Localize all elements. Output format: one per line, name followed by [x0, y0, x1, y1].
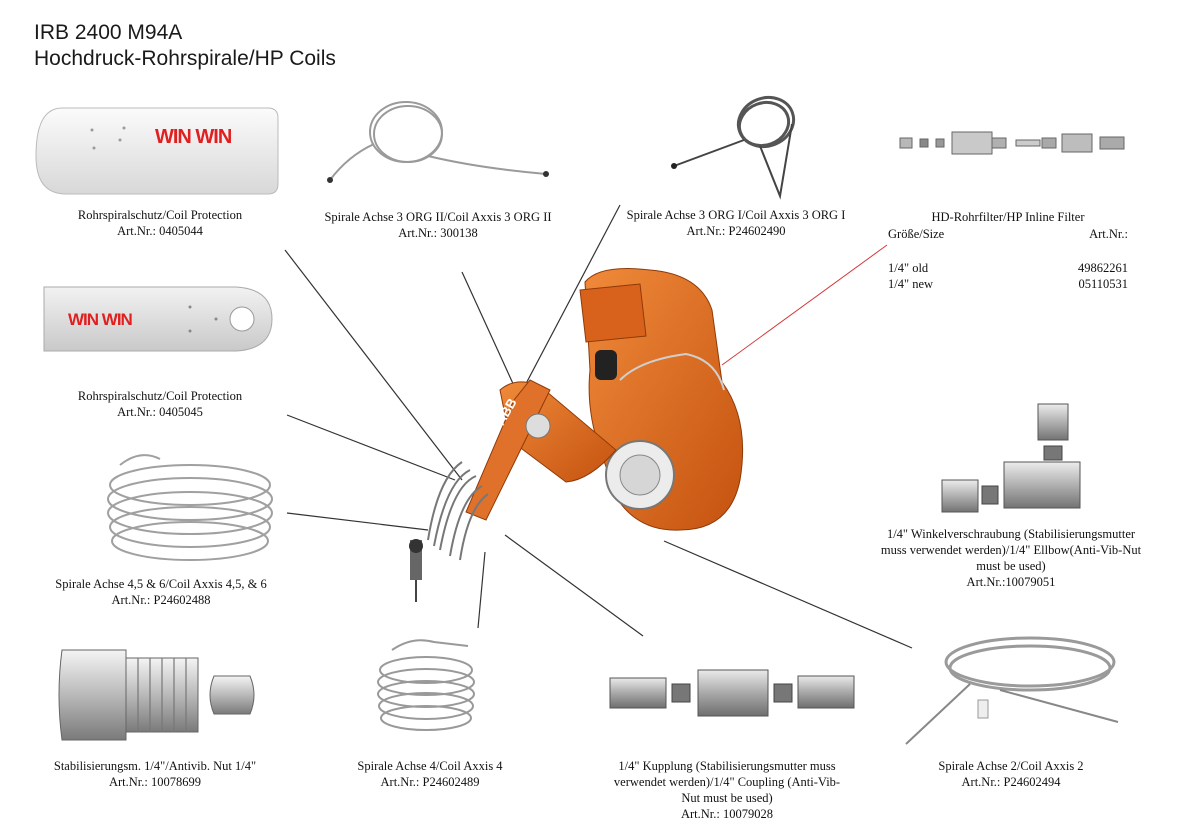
leader-axis4 — [477, 551, 486, 629]
filter-table-header: Größe/Size Art.Nr.: — [888, 227, 1128, 241]
coil-axis3-org1-image — [671, 95, 796, 200]
caption-axis2: Spirale Achse 2/Coil Axxis 2 Art.Nr.: P2… — [938, 759, 1084, 789]
coil-protection-cover-1 — [35, 107, 279, 195]
caption-axis3-org1: Spirale Achse 3 ORG I/Coil Axxis 3 ORG I… — [626, 208, 846, 238]
caption-axis4: Spirale Achse 4/Coil Axxis 4 Art.Nr.: P2… — [357, 759, 503, 789]
coil-axis2-image — [905, 636, 1119, 745]
title-subtitle: Hochdruck-Rohrspirale/HP Coils — [34, 47, 336, 70]
caption-elbow: 1/4" Winkelverschraubung (Stabilisierung… — [880, 527, 1142, 589]
inline-filter-image — [899, 131, 1125, 155]
caption-coil-protection-1: Rohrspiralschutz/Coil Protection Art.Nr.… — [77, 208, 243, 238]
elbow-fitting-image — [941, 403, 1081, 513]
caption-antivib-nut: Stabilisierungsm. 1/4"/Antivib. Nut 1/4"… — [53, 759, 257, 789]
coil-axis456-image — [107, 454, 273, 561]
filter-table: Größe/Size Art.Nr.: 1/4" old 49862261 1/… — [888, 226, 1128, 292]
table-row: 1/4" old 49862261 — [888, 261, 1128, 275]
winwin-logo-2: WIN WIN — [68, 310, 133, 329]
leader-coil-protection-2 — [286, 414, 456, 481]
caption-inline-filter-title: HD-Rohrfilter/HP Inline Filter — [931, 210, 1085, 224]
coil-protection-cover-2 — [43, 286, 273, 352]
coupling-image — [609, 669, 855, 717]
robot-arm-image — [409, 268, 744, 602]
caption-axis456: Spirale Achse 4,5 & 6/Coil Axxis 4,5, & … — [55, 577, 267, 607]
leader-axis456 — [286, 512, 429, 531]
leader-coil-protection-1 — [284, 249, 463, 481]
caption-coupling: 1/4" Kupplung (Stabilisierungsmutter mus… — [613, 759, 841, 821]
title-model: IRB 2400 M94A — [34, 21, 183, 44]
page-title: IRB 2400 M94A Hochdruck-Rohrspirale/HP C… — [34, 20, 336, 72]
caption-axis3-org2: Spirale Achse 3 ORG II/Coil Axxis 3 ORG … — [324, 210, 552, 240]
winwin-logo-1: WIN WIN — [155, 126, 232, 148]
coil-axis4-image — [377, 639, 475, 731]
leader-axis2 — [663, 540, 913, 649]
leader-axis3-org1 — [519, 204, 621, 396]
caption-coil-protection-2: Rohrspiralschutz/Coil Protection Art.Nr.… — [77, 389, 243, 419]
coil-axis3-org2-image — [327, 101, 549, 183]
table-row: 1/4" new 05110531 — [888, 277, 1128, 291]
leader-axis3-org2 — [461, 271, 516, 389]
leader-filter — [721, 244, 888, 366]
antivib-nut-image — [58, 649, 255, 741]
leader-coupling — [504, 534, 644, 637]
